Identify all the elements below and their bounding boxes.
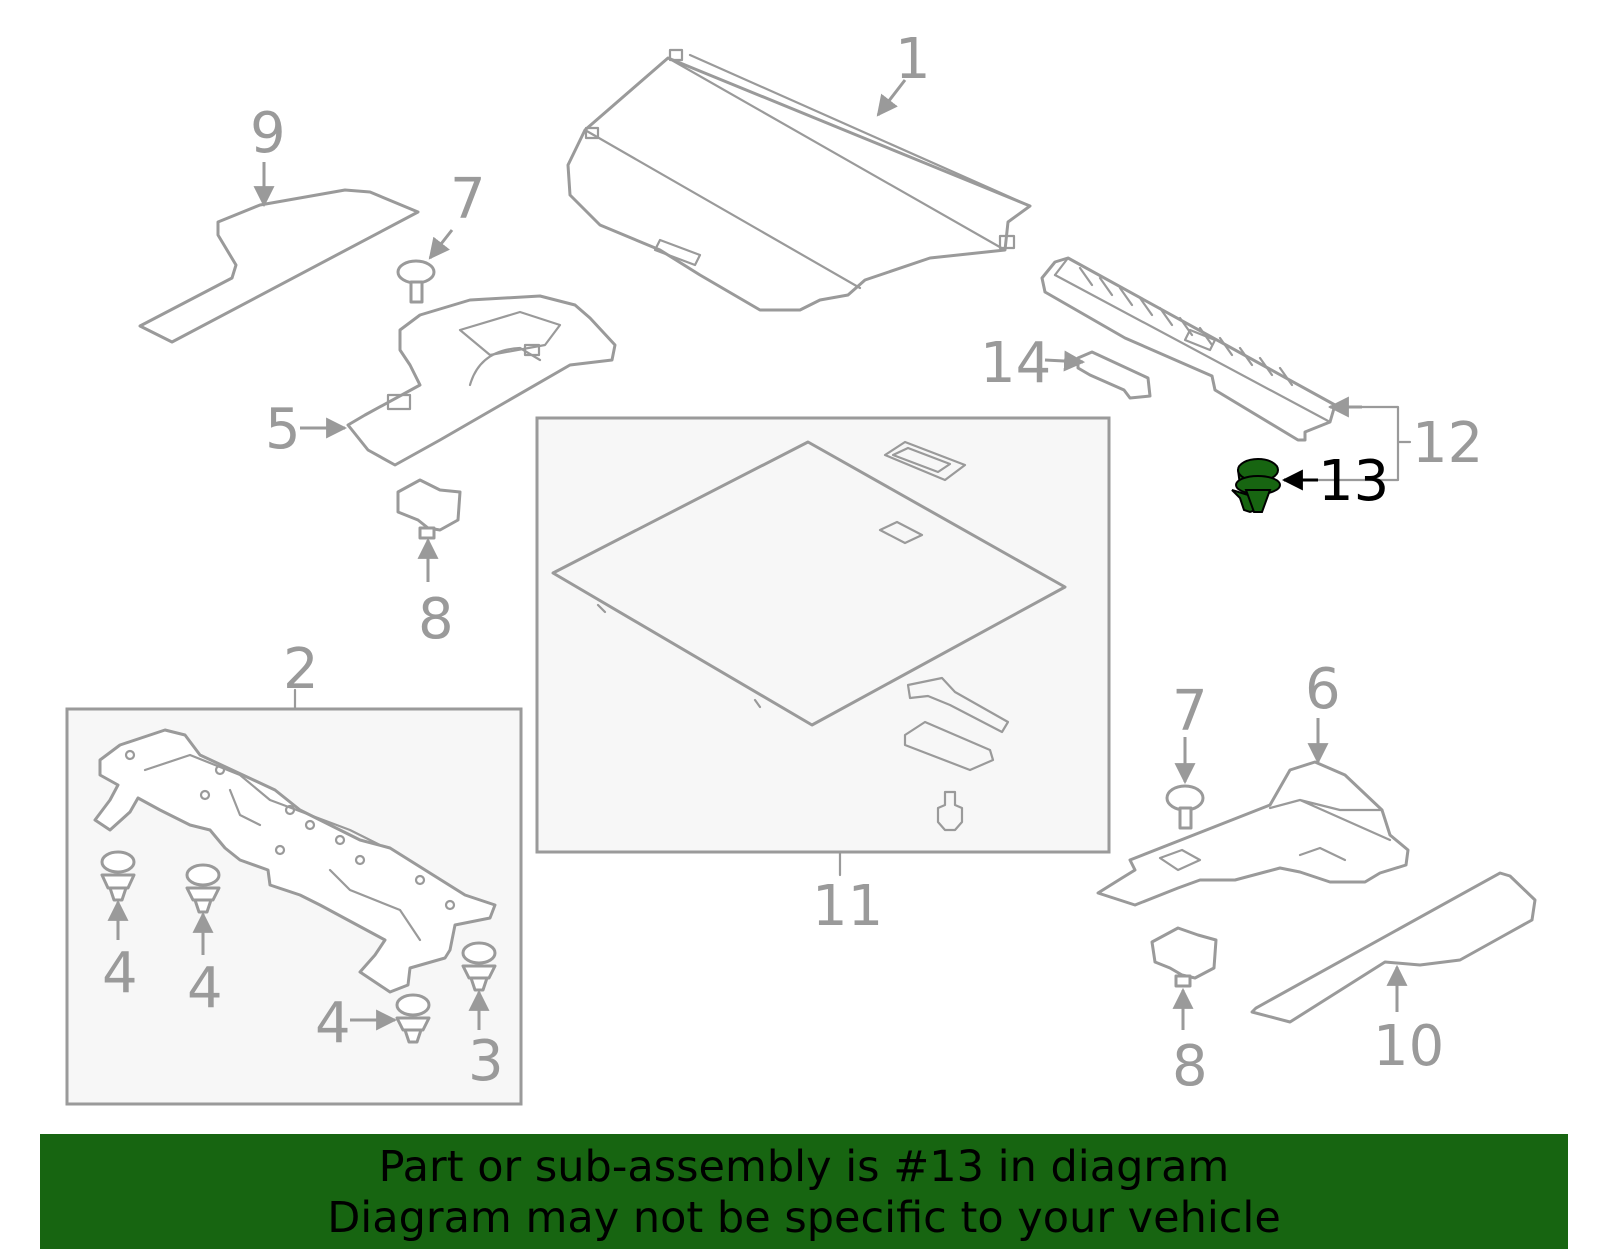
part-13-clip-highlighted [1231, 458, 1281, 514]
banner-line-1: Part or sub-assembly is #13 in diagram [378, 1142, 1230, 1192]
callout-11: 11 [812, 874, 883, 939]
callout-8-top: 8 [418, 587, 454, 652]
part-4-clip-b [185, 863, 221, 914]
box-2-floor-support [65, 707, 523, 1106]
part-8-bracket-right [1150, 926, 1218, 988]
callout-5: 5 [265, 397, 301, 462]
part-7-clip-right [1165, 784, 1205, 830]
callout-7-right: 7 [1172, 679, 1208, 744]
callout-4-a: 4 [102, 941, 138, 1006]
part-14-bracket [1076, 350, 1152, 400]
callout-9: 9 [250, 101, 286, 166]
part-10-trim-panel [1250, 871, 1537, 1024]
callout-4-b: 4 [187, 956, 223, 1021]
callout-2: 2 [283, 637, 319, 702]
callout-8-right: 8 [1172, 1034, 1208, 1099]
callout-4-c: 4 [315, 991, 351, 1056]
callout-1: 1 [895, 27, 931, 92]
banner-line-2: Diagram may not be specific to your vehi… [327, 1193, 1281, 1243]
info-banner: Part or sub-assembly is #13 in diagram D… [40, 1134, 1568, 1249]
part-6-side-trim [1096, 760, 1410, 907]
part-8-bracket-top [396, 478, 462, 540]
callout-7-top: 7 [450, 167, 486, 232]
part-9-trim-panel [138, 188, 420, 344]
part-3-clip [461, 941, 497, 992]
callout-6: 6 [1305, 657, 1341, 722]
part-5-side-trim [346, 294, 617, 467]
part-1-cargo-cover [566, 48, 1032, 312]
part-12-sill-plate [1040, 256, 1337, 442]
callout-14: 14 [980, 331, 1051, 396]
callout-10: 10 [1373, 1014, 1444, 1079]
callout-3: 3 [468, 1029, 504, 1094]
callout-13: 13 [1318, 449, 1389, 514]
part-4-clip-a [100, 850, 136, 902]
box-11-cargo-floor [535, 416, 1111, 854]
callout-12: 12 [1412, 411, 1483, 476]
part-4-clip-c [395, 993, 431, 1044]
part-7-clip-top [396, 259, 436, 304]
